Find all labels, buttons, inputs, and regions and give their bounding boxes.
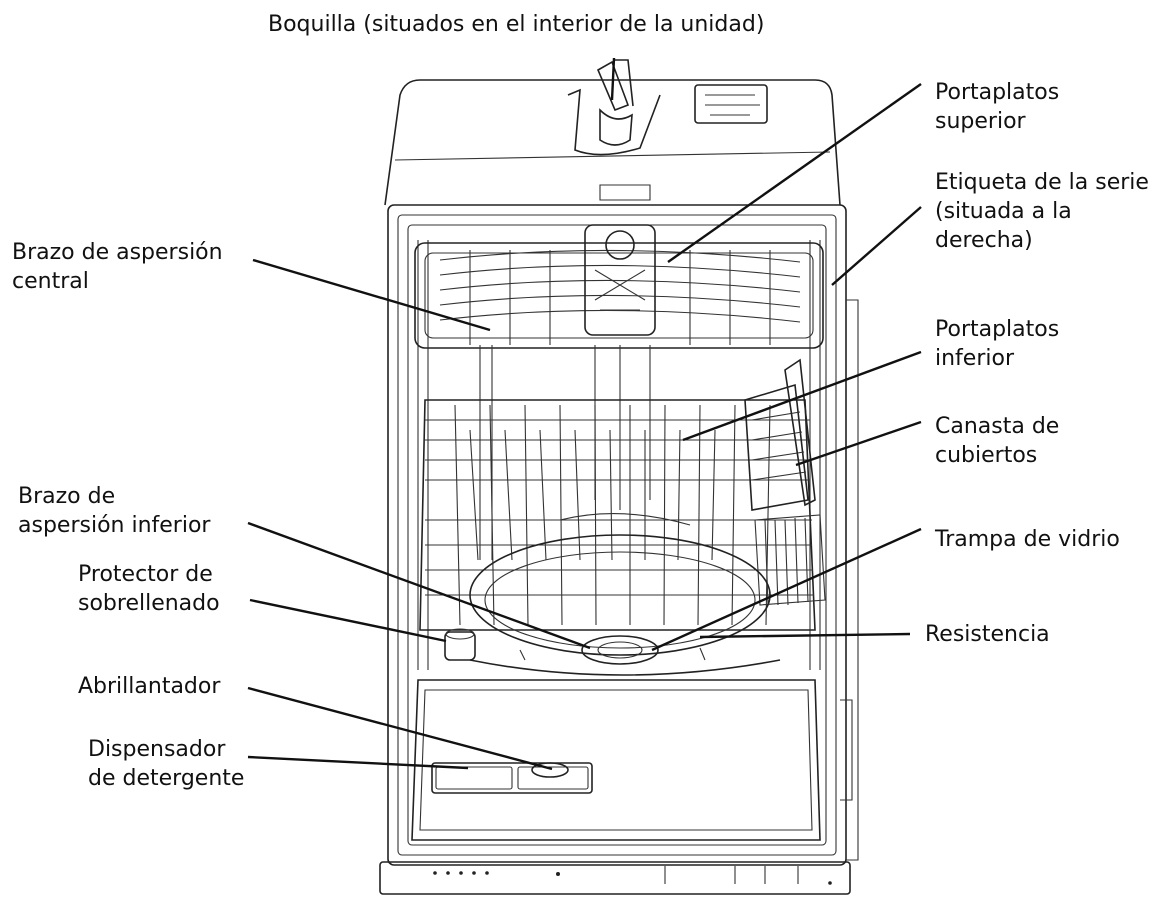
leader-portaplatos-superior <box>667 83 922 263</box>
dispenser-drawing <box>431 762 593 794</box>
label-abrillantador: Abrillantador <box>78 674 221 699</box>
leader-dispensador <box>247 755 469 770</box>
lower-rack-drawing <box>419 399 816 631</box>
cabinet-frame <box>387 204 847 866</box>
label-canasta-cubiertos: Canasta de cubiertos <box>935 414 1060 468</box>
label-dispensador-detergente: Dispensador de detergente <box>88 737 245 791</box>
leader-canasta-cubiertos <box>795 420 922 467</box>
lower-spray-arm-drawing <box>469 513 771 665</box>
leader-resistencia <box>699 632 911 639</box>
top-housing <box>384 79 841 206</box>
leader-portaplatos-inferior <box>682 350 922 442</box>
upper-rack-drawing <box>414 184 824 349</box>
label-brazo-inferior: Brazo de aspersión inferior <box>18 484 211 538</box>
heating-element-drawing <box>469 659 781 676</box>
label-brazo-central: Brazo de aspersión central <box>12 240 223 294</box>
label-portaplatos-inferior: Portaplatos inferior <box>935 317 1060 371</box>
overfill-protector-drawing <box>444 628 476 661</box>
label-trampa-vidrio: Trampa de vidrio <box>935 527 1120 552</box>
label-boquilla: Boquilla (situados en el interior de la … <box>268 12 765 37</box>
leader-etiqueta-serie <box>831 206 922 286</box>
control-panel-drawing <box>379 861 851 895</box>
label-resistencia: Resistencia <box>925 622 1050 647</box>
leader-trampa-vidrio <box>651 527 922 652</box>
label-portaplatos-superior: Portaplatos superior <box>935 80 1060 134</box>
leader-brazo-inferior <box>247 521 591 650</box>
leader-protector-sobrellenado <box>249 598 447 643</box>
leader-boquilla <box>610 57 616 101</box>
nozzle <box>567 59 661 156</box>
leader-brazo-central <box>252 258 491 332</box>
label-protector-sobrellenado: Protector de sobrellenado <box>78 562 220 616</box>
leader-abrillantador <box>247 686 553 771</box>
label-etiqueta-serie: Etiqueta de la serie (situada a la derec… <box>935 170 1149 253</box>
silverware-basket-drawing <box>744 358 826 606</box>
